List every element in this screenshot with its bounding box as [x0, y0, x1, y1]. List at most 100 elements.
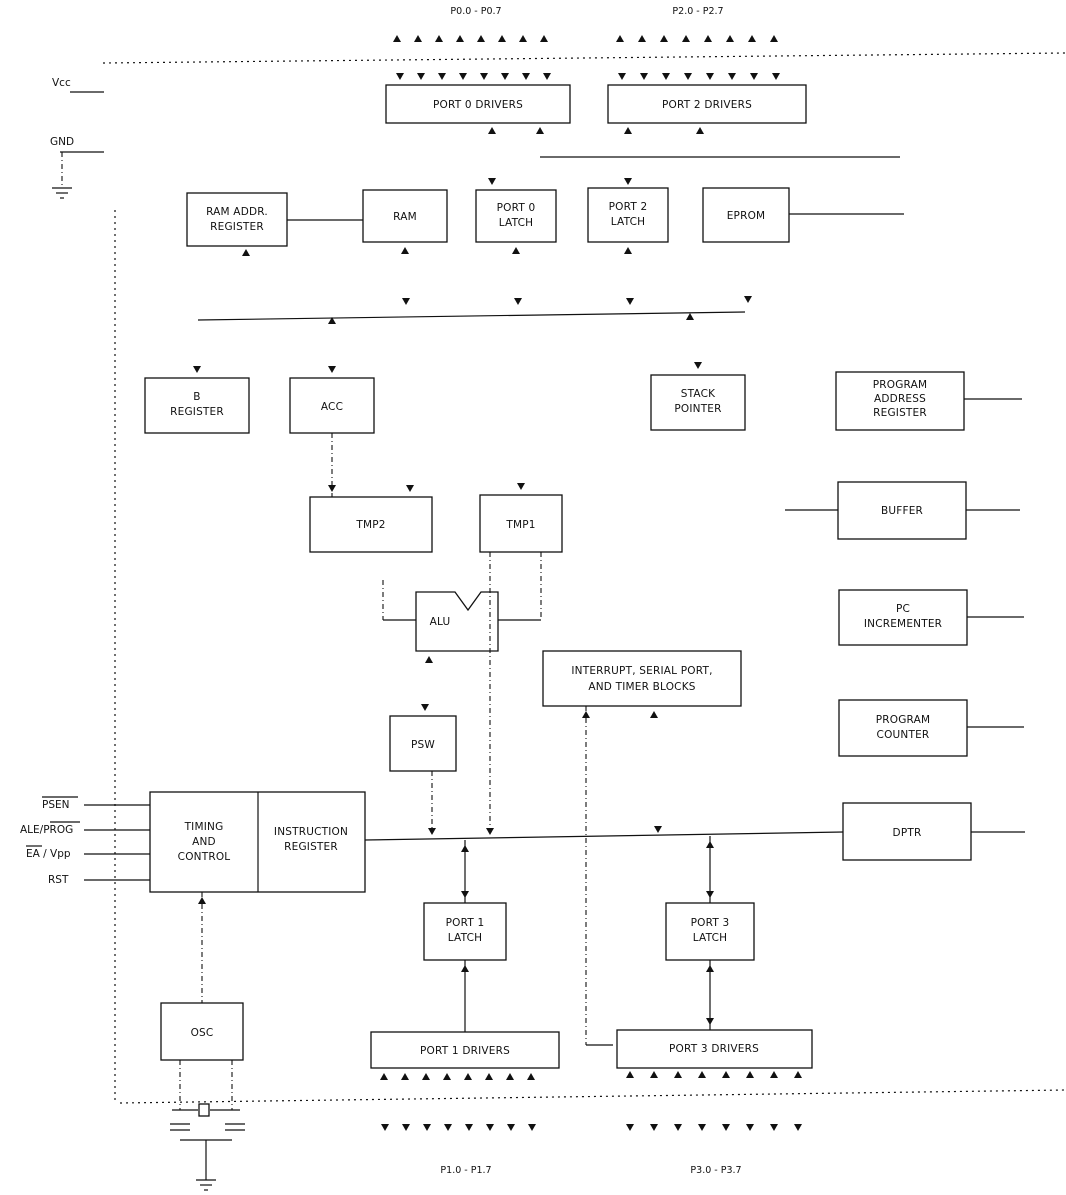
- pc-incrementer-block: [838, 589, 968, 646]
- chip-boundary-top: [102, 52, 1066, 64]
- b-register-block: [144, 377, 250, 434]
- port1-drivers-block: [370, 1031, 560, 1069]
- instruction-register-label-2: REGISTER: [284, 841, 338, 853]
- crystal-icon: [172, 1103, 240, 1117]
- tmp2-block: [309, 496, 433, 553]
- program-address-register-label-3: REGISTER: [873, 407, 927, 419]
- stack-pointer-block: [650, 374, 746, 431]
- p0-driver-input-arrow: [522, 73, 530, 80]
- p3-pin-arrow: [626, 1124, 634, 1131]
- bus-arrow: [328, 485, 336, 492]
- p1-driver-output-arrow: [506, 1073, 514, 1080]
- ram-block: [362, 189, 448, 243]
- p0-driver-input-arrow: [480, 73, 488, 80]
- port1-drivers-label: PORT 1 DRIVERS: [420, 1045, 510, 1057]
- bus-arrow: [624, 178, 632, 185]
- p1-driver-output-arrow: [527, 1073, 535, 1080]
- p3-pin-arrow: [674, 1124, 682, 1131]
- p0-driver-input-arrow: [543, 73, 551, 80]
- p0-pin-arrow: [477, 35, 485, 42]
- program-counter-block: [838, 699, 968, 757]
- eprom-label: EPROM: [727, 210, 766, 222]
- acc-block: [289, 377, 375, 434]
- psen-label: PSEN: [42, 799, 70, 811]
- p1-pin-arrows: [380, 1073, 536, 1131]
- bus-arrow: [514, 298, 522, 305]
- bus-arrow: [582, 711, 590, 718]
- bus-arrow: [706, 965, 714, 972]
- gnd-label: GND: [50, 136, 74, 148]
- instruction-register-label-1: INSTRUCTION: [274, 826, 348, 838]
- p3-driver-output-arrow: [770, 1071, 778, 1078]
- p3-pin-arrow: [770, 1124, 778, 1131]
- osc-label: OSC: [191, 1027, 214, 1039]
- p3-driver-output-arrow: [794, 1071, 802, 1078]
- program-address-register-label-1: PROGRAM: [873, 379, 928, 391]
- bus-arrow: [328, 366, 336, 373]
- pc-incrementer-label-2: INCREMENTER: [864, 618, 942, 630]
- bus-arrow: [193, 366, 201, 373]
- p3-pin-arrow: [746, 1124, 754, 1131]
- timing-control-label-1: TIMING: [184, 821, 224, 833]
- p1-pin-arrow: [528, 1124, 536, 1131]
- bus-arrow: [650, 711, 658, 718]
- vcc-label: Vcc: [52, 77, 71, 89]
- alu-label: ALU: [430, 616, 451, 628]
- port3-latch-label-1: PORT 3: [691, 917, 730, 929]
- stack-pointer-label-1: STACK: [681, 388, 716, 400]
- bus-arrow: [488, 178, 496, 185]
- b-register-label-2: REGISTER: [170, 406, 224, 418]
- interrupt-serial-timer-label-2: AND TIMER BLOCKS: [588, 681, 695, 693]
- p2-pin-arrow: [638, 35, 646, 42]
- p3-pin-arrow: [794, 1124, 802, 1131]
- acc-label: ACC: [321, 401, 343, 413]
- bus-arrow: [488, 127, 496, 134]
- p3-pin-arrow: [650, 1124, 658, 1131]
- bus-arrow: [706, 1018, 714, 1025]
- port0-latch-label-2: LATCH: [499, 217, 533, 229]
- p2-driver-input-arrow: [684, 73, 692, 80]
- bus-arrow: [744, 296, 752, 303]
- p3-driver-output-arrow: [626, 1071, 634, 1078]
- p2-pin-arrow: [748, 35, 756, 42]
- osc-block: [160, 1002, 244, 1061]
- p1-pin-arrow: [381, 1124, 389, 1131]
- buffer-block: [837, 481, 967, 540]
- p2-pin-arrow: [616, 35, 624, 42]
- p2-pins-label: P2.0 - P2.7: [672, 6, 723, 17]
- port0-latch-label-1: PORT 0: [497, 202, 536, 214]
- bus-arrow: [706, 891, 714, 898]
- tmp2-label: TMP2: [355, 519, 385, 531]
- p2-driver-input-arrow: [662, 73, 670, 80]
- p2-driver-input-arrow: [706, 73, 714, 80]
- p2-pin-arrow: [704, 35, 712, 42]
- bus-arrow: [461, 891, 469, 898]
- p0-pin-arrow: [519, 35, 527, 42]
- p0-pins-label: P0.0 - P0.7: [450, 6, 501, 17]
- p2-pin-arrow: [660, 35, 668, 42]
- eprom-block: [702, 187, 790, 243]
- p2-driver-input-arrow: [728, 73, 736, 80]
- p0-pin-arrow: [414, 35, 422, 42]
- port2-latch-label-1: PORT 2: [609, 201, 648, 213]
- lower-internal-bus: [364, 831, 844, 841]
- dptr-block: [842, 802, 972, 861]
- ram-addr-register-label-2: REGISTER: [210, 221, 264, 233]
- p0-driver-input-arrow: [459, 73, 467, 80]
- bus-arrow: [517, 483, 525, 490]
- p2-pin-arrow: [682, 35, 690, 42]
- program-address-register-label-2: ADDRESS: [874, 393, 926, 405]
- p2-pin-arrow: [726, 35, 734, 42]
- tmp1-label: TMP1: [505, 519, 535, 531]
- tmp1-block: [479, 494, 563, 553]
- bus-arrow: [401, 247, 409, 254]
- p2-driver-input-arrow: [750, 73, 758, 80]
- port2-drivers-label: PORT 2 DRIVERS: [662, 99, 752, 111]
- p1-driver-output-arrow: [485, 1073, 493, 1080]
- ale-label: ALE/PROG: [20, 824, 73, 836]
- chip-boundary-bottom: [119, 1089, 1066, 1104]
- p0-driver-input-arrow: [501, 73, 509, 80]
- p3-pin-arrows: [626, 1071, 802, 1131]
- p1-pin-arrow: [465, 1124, 473, 1131]
